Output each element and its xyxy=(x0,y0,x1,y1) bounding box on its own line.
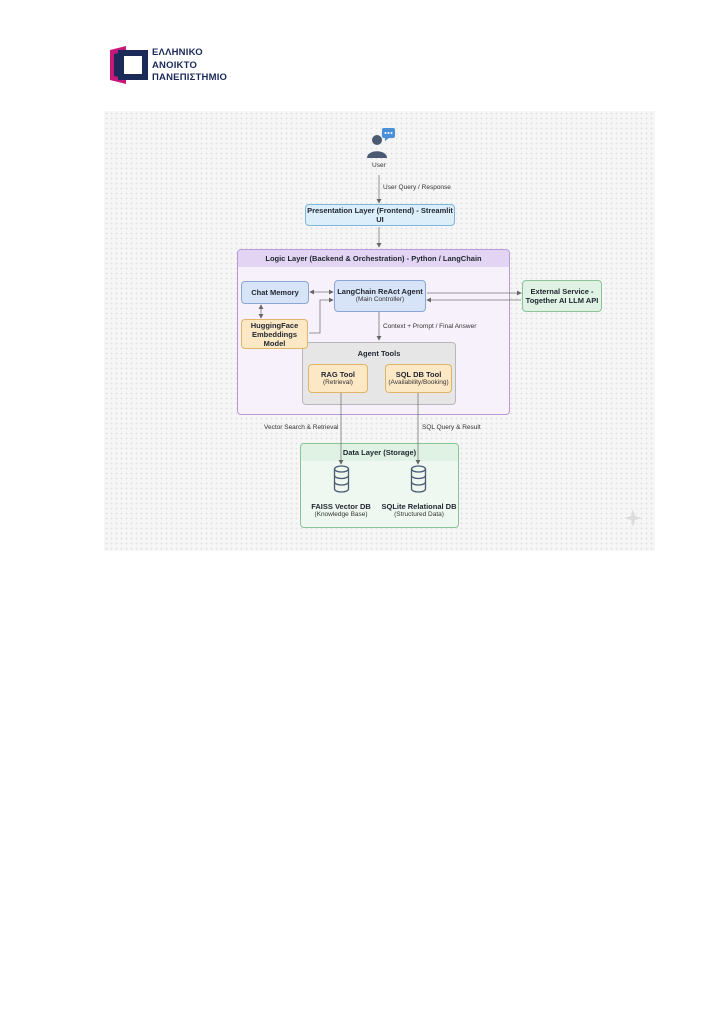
architecture-diagram: Logic Layer (Backend & Orchestration) - … xyxy=(104,111,655,551)
presentation-layer: Presentation Layer (Frontend) - Streamli… xyxy=(305,204,455,226)
sqlite-db-subtitle: (Structured Data) xyxy=(394,511,444,519)
sqlite-db-node: SQLite Relational DB (Structured Data) xyxy=(372,499,466,523)
rag-tool-node: RAG Tool (Retrieval) xyxy=(308,364,368,393)
sqlite-db-title: SQLite Relational DB xyxy=(381,502,457,512)
sql-tool-subtitle: (Availability/Booking) xyxy=(388,378,449,386)
data-layer-header: Data Layer (Storage) xyxy=(301,444,458,461)
sqlite-database-icon xyxy=(410,465,427,493)
edge-label-user-query: User Query / Response xyxy=(383,184,451,191)
diagram-connectors xyxy=(258,175,522,465)
faiss-database-icon xyxy=(333,465,350,493)
university-logo: ΕΛΛΗΝΙΚΟ ΑΝΟΙΚΤΟ ΠΑΝΕΠΙΣΤΗΜΙΟ xyxy=(108,44,228,88)
sql-tool-title: SQL DB Tool xyxy=(395,369,442,379)
embeddings-node: HuggingFace Embeddings Model xyxy=(241,319,308,349)
user-label: User xyxy=(372,162,386,169)
agent-tools-title: Agent Tools xyxy=(357,349,401,358)
sparkle-icon xyxy=(624,509,642,527)
external-service-line-2: Together AI LLM API xyxy=(525,296,599,305)
rag-tool-subtitle: (Retrieval) xyxy=(323,378,353,386)
react-agent-node: LangChain ReAct Agent (Main Controller) xyxy=(334,280,426,312)
edge-label-context-prompt: Context + Prompt / Final Answer xyxy=(383,323,477,330)
presentation-layer-title: Presentation Layer (Frontend) - Streamli… xyxy=(307,206,453,224)
university-logo-mark-icon xyxy=(110,46,148,84)
faiss-db-node: FAISS Vector DB (Knowledge Base) xyxy=(294,499,388,523)
logic-layer-header: Logic Layer (Backend & Orchestration) - … xyxy=(238,250,509,267)
react-agent-title: LangChain ReAct Agent xyxy=(337,287,423,297)
rag-tool-title: RAG Tool xyxy=(320,369,356,379)
external-service-node: External Service - Together AI LLM API xyxy=(522,280,602,312)
data-layer: Data Layer (Storage) xyxy=(300,443,459,528)
university-name-line-3: ΠΑΝΕΠΙΣΤΗΜΙΟ xyxy=(152,72,228,83)
embeddings-line-2: Embeddings Model xyxy=(251,329,297,348)
data-layer-title: Data Layer (Storage) xyxy=(342,448,417,457)
faiss-db-subtitle: (Knowledge Base) xyxy=(314,511,368,519)
edge-label-sql-query: SQL Query & Result xyxy=(422,424,481,431)
embeddings-line-1: HuggingFace xyxy=(250,320,299,330)
edge-embeddings-agent xyxy=(309,297,334,334)
university-name-line-2: ΑΝΟΙΚΤΟ xyxy=(152,59,198,71)
sql-tool-node: SQL DB Tool (Availability/Booking) xyxy=(385,364,452,393)
edge-label-vector-search: Vector Search & Retrieval xyxy=(264,424,339,431)
user-icon xyxy=(367,128,395,158)
external-service-line-1: External Service - xyxy=(530,287,594,296)
university-name-line-1: ΕΛΛΗΝΙΚΟ xyxy=(152,47,203,58)
logic-layer-title: Logic Layer (Backend & Orchestration) - … xyxy=(265,254,482,263)
chat-memory-title: Chat Memory xyxy=(251,288,299,297)
faiss-db-title: FAISS Vector DB xyxy=(311,502,371,512)
university-name: ΕΛΛΗΝΙΚΟ ΑΝΟΙΚΤΟ ΠΑΝΕΠΙΣΤΗΜΙΟ xyxy=(152,47,227,85)
chat-memory-node: Chat Memory xyxy=(241,281,309,304)
react-agent-subtitle: (Main Controller) xyxy=(355,296,405,304)
